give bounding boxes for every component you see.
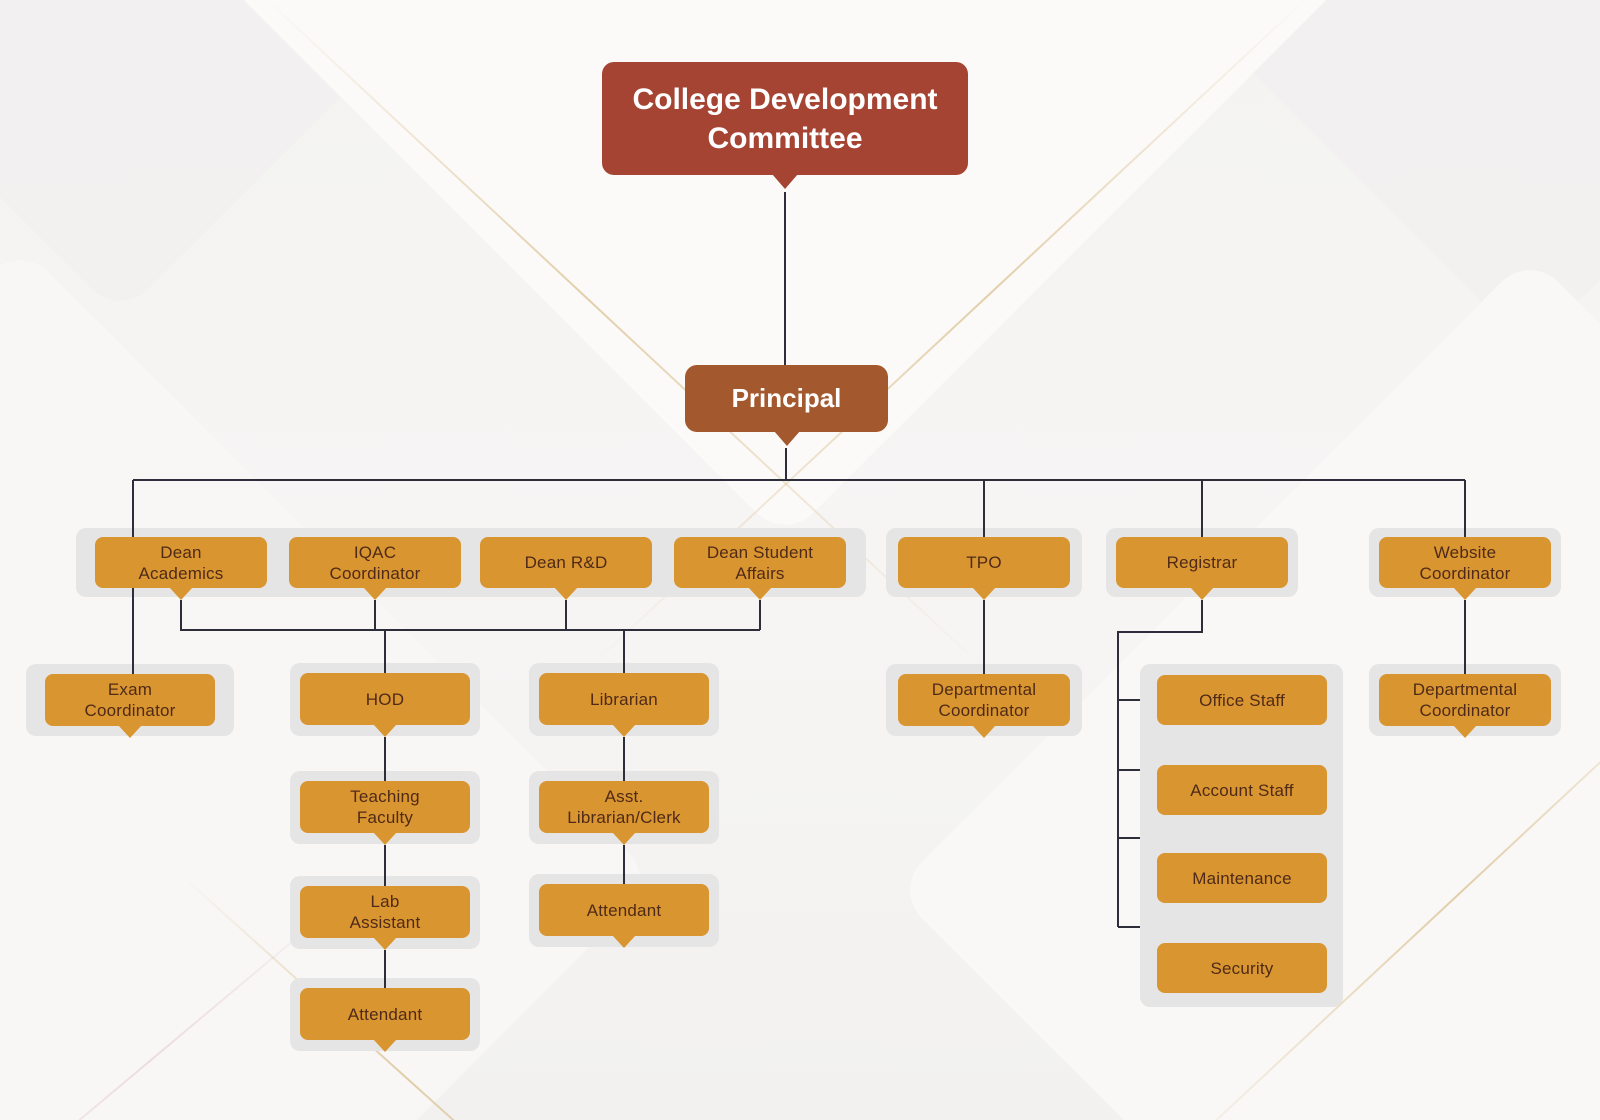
node-label: Coordinator bbox=[84, 701, 176, 720]
node-label: Principal bbox=[731, 383, 842, 413]
node-label: Departmental bbox=[931, 680, 1037, 699]
node-website-coordinator: Website Coordinator bbox=[1379, 537, 1551, 588]
node-teaching-faculty: Teaching Faculty bbox=[300, 781, 470, 833]
node-lab-assistant: Lab Assistant bbox=[300, 886, 470, 938]
node-label: Coordinator bbox=[329, 563, 421, 583]
node-label: Faculty bbox=[356, 808, 414, 827]
node-label: Teaching bbox=[350, 787, 420, 806]
node-label: Assistant bbox=[349, 913, 421, 932]
node-label: Academics bbox=[138, 563, 224, 583]
node-attendant-hod: Attendant bbox=[300, 988, 470, 1040]
node-label: Security bbox=[1210, 958, 1274, 978]
node-attendant-librarian: Attendant bbox=[539, 884, 709, 936]
node-college-development-committee: College Development Committee bbox=[602, 62, 968, 175]
node-label: Registrar bbox=[1166, 553, 1238, 572]
node-label: Exam bbox=[107, 680, 153, 699]
node-dean-academics: Dean Academics bbox=[95, 537, 267, 588]
node-label: Office Staff bbox=[1199, 690, 1285, 710]
node-label: Website bbox=[1433, 542, 1497, 562]
node-label: Attendant bbox=[347, 1004, 423, 1024]
node-office-staff: Office Staff bbox=[1157, 675, 1327, 725]
node-label: TPO bbox=[966, 553, 1002, 572]
node-departmental-coordinator-tpo: Departmental Coordinator bbox=[898, 674, 1070, 726]
node-label: Coordinator bbox=[1419, 563, 1511, 583]
node-label: Attendant bbox=[586, 900, 662, 920]
node-label: Lab bbox=[370, 892, 400, 911]
node-librarian: Librarian bbox=[539, 673, 709, 725]
node-label: Maintenance bbox=[1192, 868, 1292, 888]
node-exam-coordinator: Exam Coordinator bbox=[45, 674, 215, 726]
node-hod: HOD bbox=[300, 673, 470, 725]
node-label: Coordinator bbox=[938, 701, 1030, 720]
node-label: Librarian/Clerk bbox=[567, 808, 681, 827]
node-label: IQAC bbox=[353, 542, 397, 562]
node-label: HOD bbox=[365, 689, 405, 709]
node-label: College Development bbox=[632, 82, 938, 116]
node-maintenance: Maintenance bbox=[1157, 853, 1327, 903]
node-label: Committee bbox=[707, 121, 863, 155]
node-label: Coordinator bbox=[1419, 701, 1511, 720]
node-label: Dean R&D bbox=[524, 553, 608, 572]
node-label: Asst. bbox=[604, 787, 644, 806]
node-label: Account Staff bbox=[1190, 780, 1294, 800]
node-departmental-coordinator-website: Departmental Coordinator bbox=[1379, 674, 1551, 726]
node-security: Security bbox=[1157, 943, 1327, 993]
node-label: Dean Student bbox=[706, 542, 814, 562]
node-asst-librarian-clerk: Asst. Librarian/Clerk bbox=[539, 781, 709, 833]
node-account-staff: Account Staff bbox=[1157, 765, 1327, 815]
node-label: Affairs bbox=[735, 563, 785, 583]
node-dean-rd: Dean R&D bbox=[480, 537, 652, 588]
node-tpo: TPO bbox=[898, 537, 1070, 588]
node-label: Departmental bbox=[1412, 680, 1518, 699]
node-registrar: Registrar bbox=[1116, 537, 1288, 588]
node-dean-student-affairs: Dean Student Affairs bbox=[674, 537, 846, 588]
node-label: Dean bbox=[160, 542, 202, 562]
node-label: Librarian bbox=[590, 689, 658, 709]
node-principal: Principal bbox=[685, 365, 888, 432]
node-iqac-coordinator: IQAC Coordinator bbox=[289, 537, 461, 588]
